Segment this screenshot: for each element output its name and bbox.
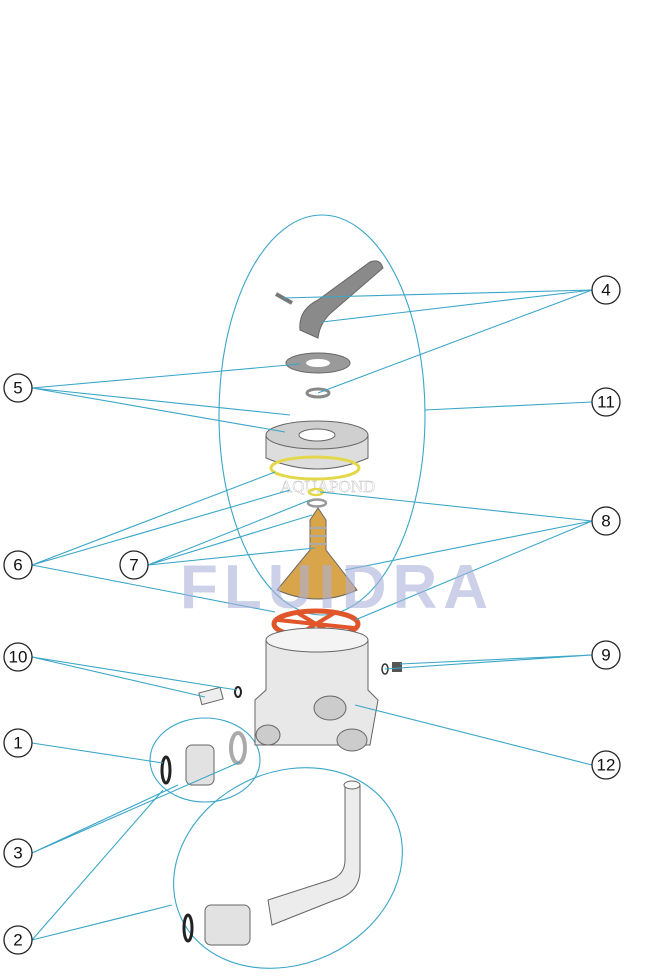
svg-text:5: 5 [13,379,22,398]
callout-10: 10 [3,642,33,672]
svg-text:9: 9 [601,646,610,665]
callout-4: 4 [591,275,621,305]
callout-5: 5 [3,373,33,403]
svg-text:2: 2 [13,931,22,950]
callout-2: 2 [3,925,33,955]
part-union-1 [160,731,247,786]
callout-3: 3 [3,838,33,868]
svg-text:1: 1 [13,734,22,753]
svg-text:11: 11 [597,393,615,412]
svg-text:7: 7 [129,556,138,575]
svg-text:10: 10 [9,648,28,667]
callout-6: 6 [3,550,33,580]
part-sight-glass [198,686,242,706]
part-valve-body [254,627,379,752]
callout-12: 12 [591,750,621,780]
callout-7: 7 [119,550,149,580]
enclosure-union [149,717,261,803]
part-small-washer [305,387,331,399]
leader-lines [31,289,593,941]
enclosure-11 [218,214,426,616]
watermark-brand: FLUIDRA [180,553,494,622]
part-cover-oring [269,455,361,481]
callout-1: 1 [3,728,33,758]
callout-8: 8 [591,506,621,536]
svg-text:3: 3 [13,844,22,863]
callout-11: 11 [591,387,621,417]
part-handle [275,260,384,339]
callout-9: 9 [591,640,621,670]
svg-text:4: 4 [601,281,610,300]
svg-text:12: 12 [597,756,616,775]
part-rotor-cone [276,507,358,600]
part-cover [265,420,369,470]
svg-text:6: 6 [13,556,22,575]
enclosure-2 [173,767,403,969]
part-union-2 [182,780,361,946]
svg-text:8: 8 [601,512,610,531]
part-oring-7b [306,498,328,508]
watermark-site: AQUAPOND [280,477,375,496]
